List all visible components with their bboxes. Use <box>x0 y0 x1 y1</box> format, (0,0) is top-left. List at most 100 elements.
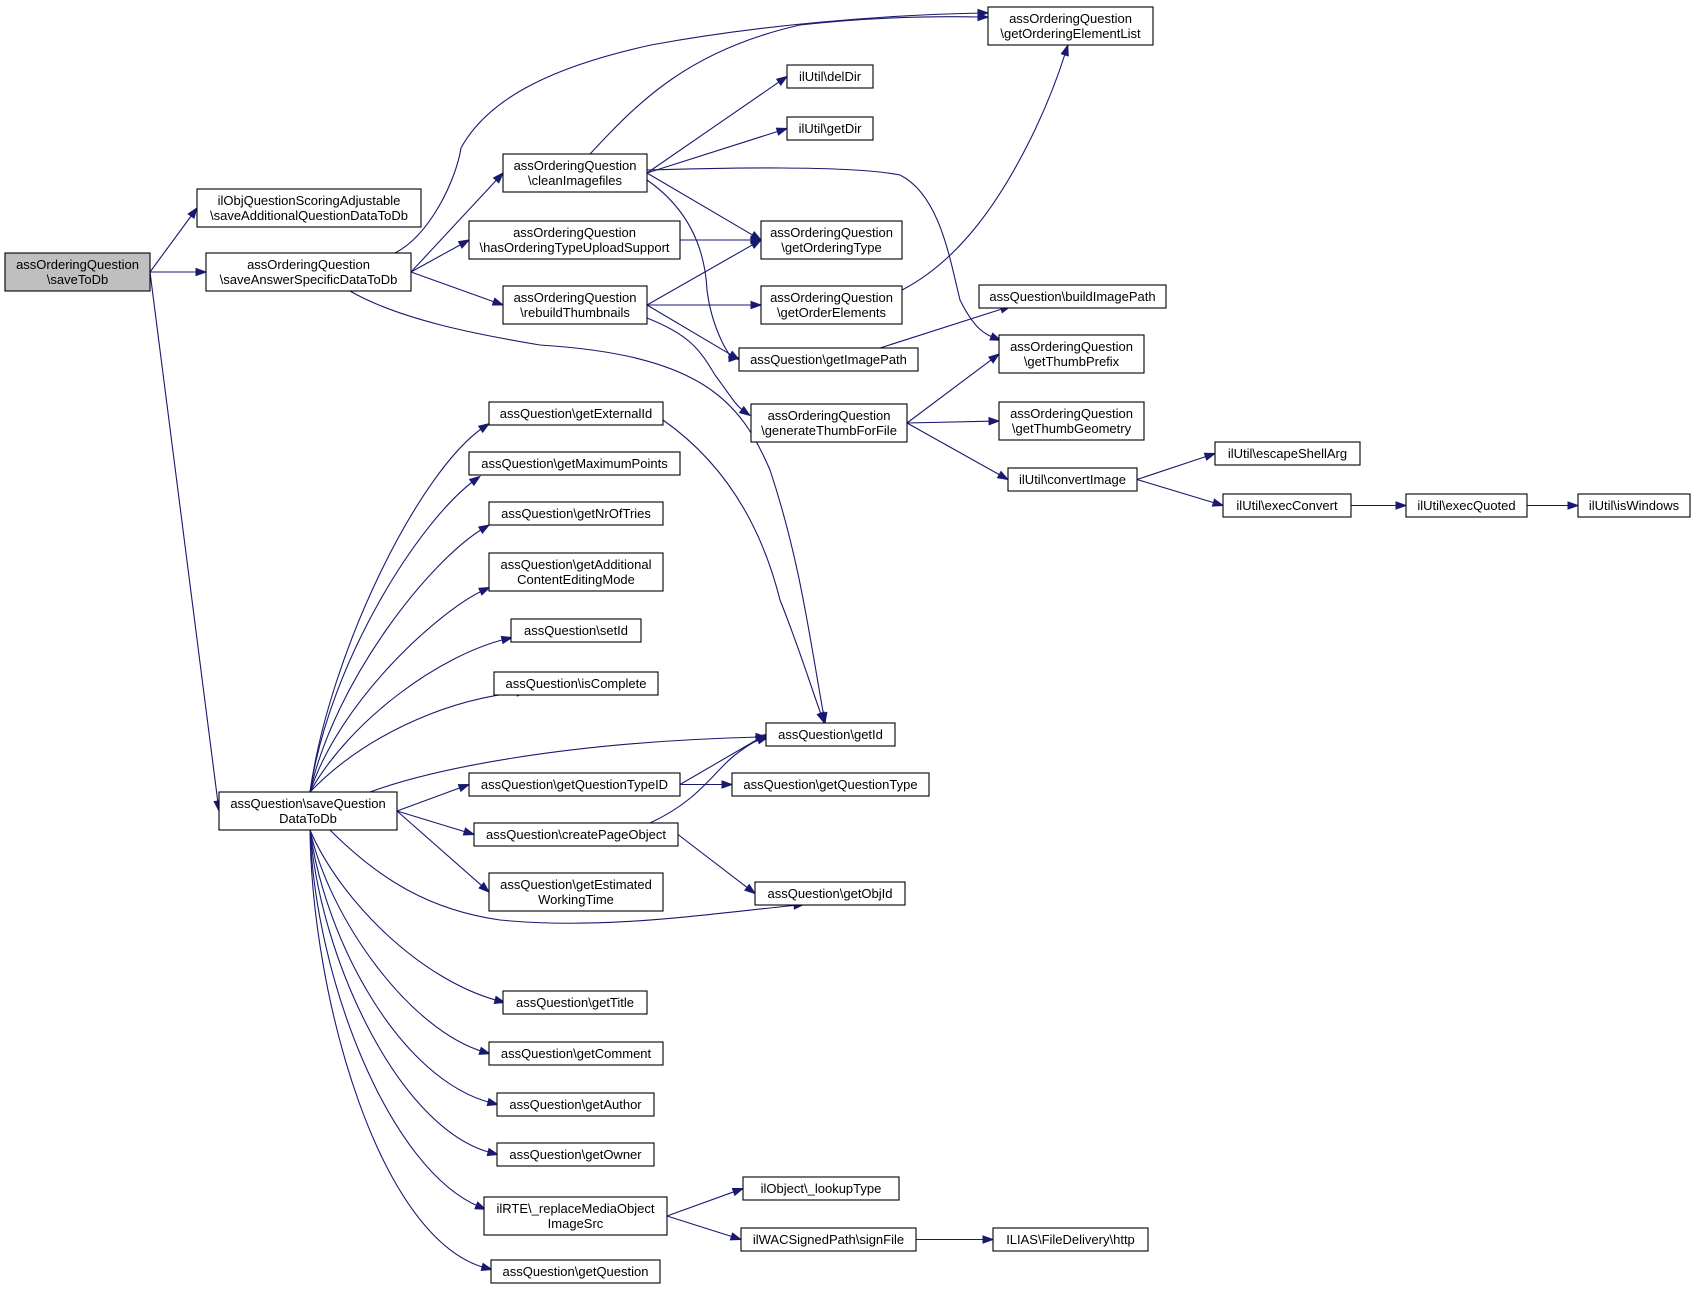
node-convert-image[interactable]: ilUtil\convertImage <box>1007 467 1138 492</box>
node-label: assQuestion\getExternalId <box>500 406 652 421</box>
node-label: assQuestion\isComplete <box>506 676 647 691</box>
arrowhead <box>462 827 476 836</box>
node-box <box>502 285 648 325</box>
node-get-dir[interactable]: ilUtil\getDir <box>786 116 874 141</box>
edge-replace-media-to-sign-file <box>666 1215 743 1241</box>
edge-save-answer-to-has-upload <box>410 239 471 273</box>
edge-save-answer-to-rebuild-thumbs <box>410 271 505 306</box>
edge-line <box>679 738 759 785</box>
node-get-title[interactable]: assQuestion\getTitle <box>502 990 648 1015</box>
node-get-question-type[interactable]: assQuestion\getQuestionType <box>731 772 930 797</box>
node-label: assQuestion\saveQuestion <box>230 796 385 811</box>
node-is-complete[interactable]: assQuestion\isComplete <box>493 671 659 696</box>
node-box <box>1222 493 1352 518</box>
node-exec-convert[interactable]: ilUtil\execConvert <box>1222 493 1352 518</box>
node-label: ilObjQuestionScoringAdjustable <box>218 193 401 208</box>
edge-line <box>396 810 483 887</box>
node-get-owner[interactable]: assQuestion\getOwner <box>496 1142 655 1167</box>
node-box <box>510 618 642 643</box>
node-label: \saveToDb <box>47 272 108 287</box>
node-del-dir[interactable]: ilUtil\delDir <box>786 64 874 89</box>
node-set-id[interactable]: assQuestion\setId <box>510 618 642 643</box>
node-label: ilUtil\isWindows <box>1589 498 1680 513</box>
node-get-external-id[interactable]: assQuestion\getExternalId <box>488 401 664 426</box>
edge-save-question-data-to-create-page-object <box>396 810 476 836</box>
node-is-windows[interactable]: ilUtil\isWindows <box>1577 493 1691 518</box>
edge-get-question-type-id-to-get-question-type <box>680 780 734 789</box>
arrowhead <box>721 780 734 789</box>
node-get-author[interactable]: assQuestion\getAuthor <box>496 1092 655 1117</box>
edge-line <box>410 243 462 273</box>
node-box <box>468 772 681 797</box>
node-sign-file[interactable]: ilWACSignedPath\signFile <box>740 1227 917 1252</box>
node-box <box>1214 441 1361 466</box>
node-save-additional[interactable]: ilObjQuestionScoringAdjustable\saveAddit… <box>196 188 422 228</box>
node-label: ilUtil\execQuoted <box>1417 498 1515 513</box>
edge-line <box>666 1191 735 1217</box>
edge-line <box>646 81 780 174</box>
edge-line <box>649 738 763 824</box>
node-build-image-path[interactable]: assQuestion\buildImagePath <box>978 284 1167 309</box>
arrowhead <box>478 1046 492 1055</box>
node-escape-shell-arg[interactable]: ilUtil\escapeShellArg <box>1214 441 1361 466</box>
edge-save-question-data-to-set-id <box>309 635 514 793</box>
edge-save-question-data-to-replace-media <box>309 829 487 1210</box>
node-get-thumb-prefix[interactable]: assOrderingQuestion\getThumbPrefix <box>998 334 1145 374</box>
node-box <box>740 1227 917 1252</box>
node-label: assQuestion\getComment <box>501 1046 652 1061</box>
node-get-additional-content[interactable]: assQuestion\getAdditionalContentEditingM… <box>488 552 664 592</box>
node-lookup-type[interactable]: ilObject\_lookupType <box>742 1176 900 1201</box>
edge-line <box>906 358 993 424</box>
node-has-upload[interactable]: assOrderingQuestion\hasOrderingTypeUploa… <box>468 220 681 260</box>
node-get-question[interactable]: assQuestion\getQuestion <box>490 1259 661 1284</box>
node-box <box>488 501 664 526</box>
edge-save-question-data-to-get-question <box>309 829 494 1272</box>
node-get-order-elements[interactable]: assOrderingQuestion\getOrderElements <box>760 285 903 325</box>
node-box <box>488 1041 664 1066</box>
arrowhead <box>195 267 208 277</box>
edge-convert-image-to-escape-shell-arg <box>1136 452 1217 481</box>
node-get-comment[interactable]: assQuestion\getComment <box>488 1041 664 1066</box>
node-get-image-path[interactable]: assQuestion\getImagePath <box>738 347 919 372</box>
edge-line <box>646 243 754 306</box>
node-exec-quoted[interactable]: ilUtil\execQuoted <box>1405 493 1528 518</box>
node-get-nr-of-tries[interactable]: assQuestion\getNrOfTries <box>488 501 664 526</box>
arrowhead <box>474 1201 487 1210</box>
node-box <box>750 403 908 443</box>
node-clean-imagefiles[interactable]: assOrderingQuestion\cleanImagefiles <box>502 153 648 193</box>
node-get-ordering-type[interactable]: assOrderingQuestion\getOrderingType <box>760 220 903 260</box>
node-get-maximum-points[interactable]: assQuestion\getMaximumPoints <box>468 451 681 476</box>
arrowhead <box>756 736 770 745</box>
node-label: assQuestion\getNrOfTries <box>501 506 651 521</box>
node-generate-thumb[interactable]: assOrderingQuestion\generateThumbForFile <box>750 403 908 443</box>
node-get-question-type-id[interactable]: assQuestion\getQuestionTypeID <box>468 772 681 797</box>
node-get-obj-id[interactable]: assQuestion\getObjId <box>754 881 906 906</box>
edge-line <box>410 179 498 273</box>
node-label: ilUtil\escapeShellArg <box>1228 446 1347 461</box>
node-get-ordering-element-list[interactable]: assOrderingQuestion\getOrderingElementLi… <box>987 6 1154 46</box>
edge-clean-imagefiles-to-get-image-path <box>646 179 741 363</box>
arrowhead <box>750 300 763 310</box>
node-create-page-object[interactable]: assQuestion\createPageObject <box>473 822 679 847</box>
edge-save-question-data-to-get-nr-of-tries <box>309 524 491 793</box>
edge-generate-thumb-to-convert-image <box>906 422 1010 481</box>
arrowhead <box>744 883 757 895</box>
node-box <box>742 1176 900 1201</box>
node-rebuild-thumbs[interactable]: assOrderingQuestion\rebuildThumbnails <box>502 285 648 325</box>
edge-line <box>309 829 493 1154</box>
node-save-answer[interactable]: assOrderingQuestion\saveAnswerSpecificDa… <box>205 252 412 292</box>
node-http[interactable]: ILIAS\FileDelivery\http <box>992 1227 1149 1252</box>
arrowhead <box>486 1147 500 1157</box>
node-label: WorkingTime <box>538 892 614 907</box>
arrowhead <box>816 711 825 725</box>
node-label: assQuestion\getQuestionTypeID <box>481 777 668 792</box>
arrowhead <box>1211 498 1225 507</box>
node-label: DataToDb <box>279 811 337 826</box>
node-get-thumb-geometry[interactable]: assOrderingQuestion\getThumbGeometry <box>998 401 1145 441</box>
node-save-to-db[interactable]: assOrderingQuestion\saveToDb <box>4 252 151 292</box>
node-get-id[interactable]: assQuestion\getId <box>765 722 896 747</box>
